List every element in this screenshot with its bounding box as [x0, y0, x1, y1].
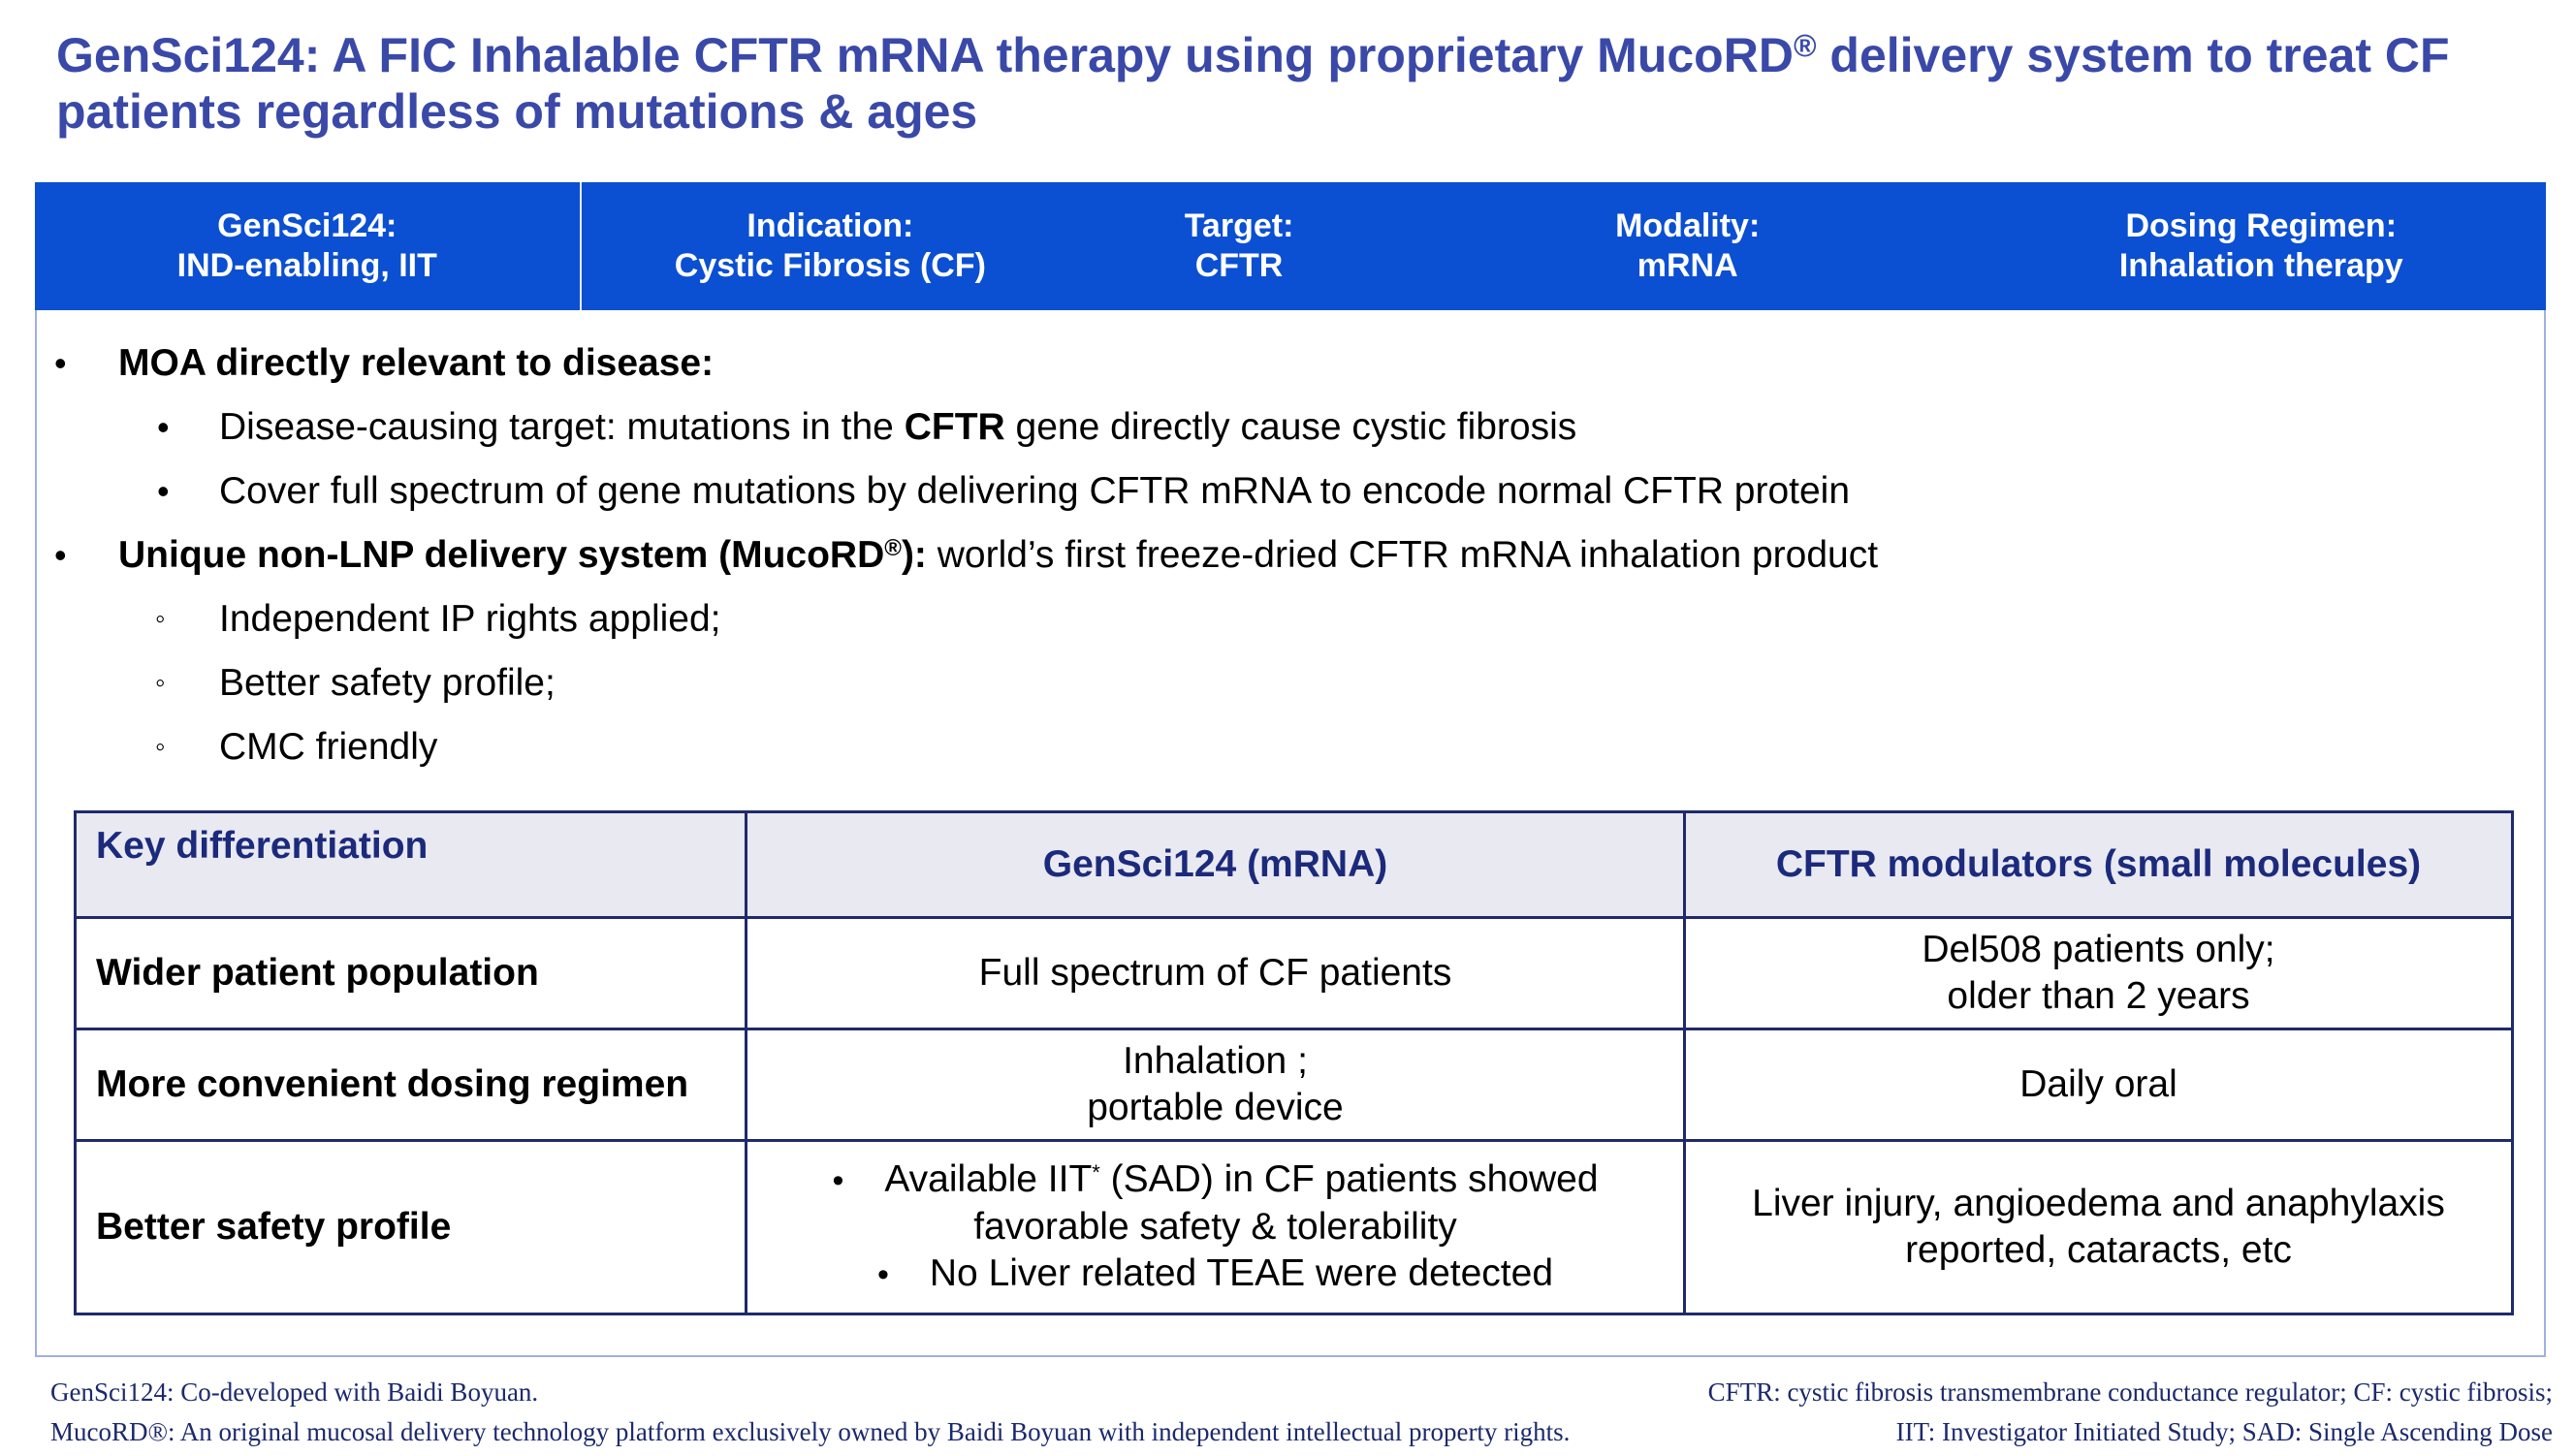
bullet-text: Disease-causing target: mutations in the…	[219, 396, 1576, 459]
footnote-line: MucoRD®: An original mucosal delivery te…	[50, 1417, 1571, 1446]
bullet-list: • MOA directly relevant to disease: • Di…	[54, 332, 2478, 779]
cell-line: favorable safety & tolerability	[973, 1206, 1457, 1248]
bullet-moa: • MOA directly relevant to disease:	[54, 332, 2478, 396]
summary-band: GenSci124: IND-enabling, IIT Indication:…	[35, 182, 2546, 310]
summary-label: Dosing Regimen:	[2125, 207, 2398, 244]
bullet-marker: •	[832, 1162, 844, 1199]
cell-line: Full spectrum of CF patients	[978, 952, 1452, 994]
bullet-text: Better safety profile;	[219, 662, 556, 704]
differentiation-table: Key differentiation GenSci124 (mRNA) CFT…	[74, 810, 2514, 1315]
text-run-bold: ):	[901, 534, 927, 576]
cell-line: Del508 patients only;	[1922, 929, 2275, 970]
summary-label: Indication:	[747, 207, 914, 244]
footnote-line: CFTR: cystic fibrosis transmembrane cond…	[1707, 1377, 2553, 1407]
bullet-text: Unique non-LNP delivery system (MucoRD®)…	[118, 523, 1878, 587]
bullet-marker: ◦	[155, 603, 166, 635]
text-run: world’s first freeze-dried CFTR mRNA inh…	[926, 534, 1879, 576]
summary-value: mRNA	[1637, 247, 1738, 284]
bullet-marker: •	[157, 471, 170, 511]
header-key-differentiation: Key differentiation	[74, 810, 747, 919]
registered-mark: ®	[1793, 28, 1817, 63]
header-gensci124: GenSci124 (mRNA)	[745, 810, 1686, 919]
summary-cell-modality: Modality: mRNA	[1399, 182, 1977, 310]
footnote-line: GenSci124: Co-developed with Baidi Boyua…	[50, 1377, 539, 1407]
sub-bullet-cmc: ◦ CMC friendly	[54, 715, 2478, 779]
sub-bullet-ip: ◦ Independent IP rights applied;	[54, 587, 2478, 651]
footnote-right: CFTR: cystic fibrosis transmembrane cond…	[1708, 1373, 2553, 1452]
cell-gensci124: Inhalation ; portable device	[745, 1028, 1686, 1142]
bullet-marker: •	[157, 407, 170, 447]
row-label: Better safety profile	[74, 1139, 747, 1315]
bullet-text: Independent IP rights applied;	[219, 598, 721, 640]
bullet-text: MOA directly relevant to disease:	[118, 342, 715, 384]
cell-line: reported, cataracts, etc	[1905, 1229, 2292, 1271]
cell-line: Daily oral	[2019, 1063, 2177, 1105]
table-row: More convenient dosing regimen Inhalatio…	[74, 1028, 2514, 1142]
cell-cftr-modulators: Daily oral	[1683, 1028, 2514, 1142]
cell-line: Inhalation ;	[1123, 1040, 1308, 1082]
cell-line: older than 2 years	[1947, 975, 2250, 1017]
summary-cell-indication: Indication: Cystic Fibrosis (CF)	[582, 182, 1080, 310]
cell-line: • Available IIT* (SAD) in CF patients sho…	[767, 1156, 1664, 1204]
title-text: GenSci124: A FIC Inhalable CFTR mRNA the…	[56, 28, 1794, 82]
bullet-marker: •	[54, 535, 67, 575]
table-row: Wider patient population Full spectrum o…	[74, 916, 2514, 1030]
cell-gensci124: • Available IIT* (SAD) in CF patients sho…	[745, 1139, 1686, 1315]
bullet-disease-target: • Disease-causing target: mutations in t…	[54, 396, 2478, 459]
summary-cell-program: GenSci124: IND-enabling, IIT	[35, 182, 582, 310]
text-run: Disease-causing target: mutations in the	[219, 406, 905, 448]
bullet-text: Cover full spectrum of gene mutations by…	[219, 470, 1851, 512]
bullet-text: CMC friendly	[219, 726, 438, 768]
summary-value: Inhalation therapy	[2118, 247, 2403, 284]
bullet-full-spectrum: • Cover full spectrum of gene mutations …	[54, 459, 2478, 523]
registered-mark: ®	[884, 535, 902, 561]
row-label: Wider patient population	[74, 916, 747, 1030]
cell-line: portable device	[1087, 1087, 1344, 1128]
text-run-bold: Unique non-LNP delivery system (MucoRD	[118, 534, 885, 576]
bullet-marker: •	[54, 343, 67, 383]
summary-label: GenSci124:	[217, 207, 397, 244]
summary-label: Modality:	[1615, 207, 1761, 244]
title-text: delivery system to treat CF	[1816, 28, 2450, 82]
page-title-line-1: GenSci124: A FIC Inhalable CFTR mRNA the…	[56, 27, 2538, 83]
text-run: Available IIT	[884, 1158, 1093, 1200]
text-run: (SAD) in CF patients showed	[1099, 1158, 1599, 1200]
page-title-line-2: patients regardless of mutations & ages	[56, 84, 978, 139]
cell-line: • No Liver related TEAE were detected	[767, 1250, 1664, 1298]
summary-value: IND-enabling, IIT	[176, 247, 437, 284]
sub-bullet-safety: ◦ Better safety profile;	[54, 651, 2478, 715]
cell-line: Liver injury, angioedema and anaphylaxis	[1752, 1183, 2445, 1224]
summary-label: Target:	[1184, 207, 1294, 244]
bullet-marker: ◦	[155, 731, 166, 763]
footnote-left: GenSci124: Co-developed with Baidi Boyua…	[50, 1373, 1570, 1452]
footnote-line: IIT: Investigator Initiated Study; SAD: …	[1895, 1417, 2553, 1446]
table-row: Better safety profile • Available IIT* (S…	[74, 1139, 2514, 1315]
summary-value: CFTR	[1194, 247, 1284, 284]
summary-value: Cystic Fibrosis (CF)	[674, 247, 986, 284]
bullet-marker: ◦	[155, 667, 166, 699]
page-title: GenSci124: A FIC Inhalable CFTR mRNA the…	[56, 27, 2538, 140]
text-run-bold: CFTR	[904, 406, 1005, 448]
cell-cftr-modulators: Liver injury, angioedema and anaphylaxis…	[1683, 1139, 2514, 1315]
bullet-delivery-system: • Unique non-LNP delivery system (MucoRD…	[54, 523, 2478, 587]
summary-cell-dosing: Dosing Regimen: Inhalation therapy	[1976, 182, 2546, 310]
header-cftr-modulators: CFTR modulators (small molecules)	[1683, 810, 2514, 919]
text-run: gene directly cause cystic fibrosis	[1004, 406, 1577, 448]
summary-cell-target: Target: CFTR	[1079, 182, 1399, 310]
bullet-marker: •	[876, 1256, 889, 1293]
table-header-row: Key differentiation GenSci124 (mRNA) CFT…	[74, 810, 2514, 919]
footnote-star: *	[1092, 1160, 1100, 1185]
text-run: No Liver related TEAE were detected	[929, 1252, 1554, 1294]
row-label: More convenient dosing regimen	[74, 1028, 747, 1142]
cell-cftr-modulators: Del508 patients only; older than 2 years	[1683, 916, 2514, 1030]
cell-gensci124: Full spectrum of CF patients	[745, 916, 1686, 1030]
